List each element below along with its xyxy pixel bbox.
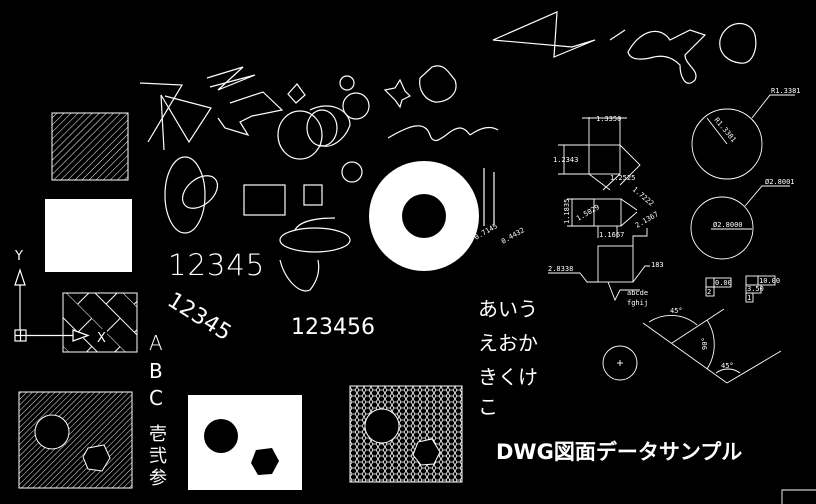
dim-mid-height: 1.1835 (563, 199, 571, 224)
tol-a-datum: 2 (707, 288, 711, 296)
hatched-rectangle[interactable] (51, 112, 129, 181)
tol-b-datum: 1 (747, 294, 751, 302)
diameter-circle[interactable]: Ø2.8001 Ø2.8000 (690, 178, 795, 260)
angle-dimensions[interactable]: 45° 90° 45° (602, 307, 782, 384)
dim-diag-lower: 1.7222 (631, 185, 656, 207)
angle-label-1: 45° (670, 307, 683, 315)
numbers-horizontal: 12345 (168, 248, 265, 282)
kanji-2: 弐 (149, 446, 167, 467)
radius-leader-label: R1.3381 (771, 87, 801, 95)
ucs-y-label: Y (14, 249, 23, 264)
dim-mid-width: 1.1667 (599, 231, 624, 239)
numbers-rotated: 12345 (163, 288, 236, 346)
diameter-inner-label: Ø2.8000 (713, 221, 743, 229)
letter-b: B (149, 359, 163, 383)
tol-a-value: 0.00 (715, 279, 732, 287)
solid-fill-rectangle[interactable] (45, 199, 132, 272)
angle-label-2: 90° (701, 337, 709, 350)
kana-line-2: えおか (478, 331, 538, 355)
top-right-polygons[interactable] (492, 11, 757, 84)
hatched-region-with-holes[interactable] (18, 391, 133, 489)
letter-c: C (149, 386, 163, 410)
donut-shape[interactable] (369, 161, 479, 271)
tol-b-second: 3.50 (747, 285, 764, 293)
ucs-axis-icon: Y X (14, 249, 107, 346)
tolerance-frame-b[interactable]: 10.00 3.50 1 (745, 275, 780, 303)
dim-top-width: 1.3350 (596, 115, 621, 123)
dimension-drawing[interactable]: 1.3350 1.2343 1.2525 1.7222 1.1835 1.502… (548, 115, 664, 307)
tol-b-value: 10.00 (759, 277, 780, 285)
ucs-x-label-backing (95, 329, 107, 344)
dim-diag-upper: 1.2525 (610, 174, 635, 182)
corner-mark (781, 489, 816, 504)
dim-mid-diag: 1.5029 (575, 203, 601, 223)
diameter-leader-label: Ø2.8001 (765, 178, 795, 186)
ucs-x-label: X (97, 331, 106, 346)
radius-circle[interactable]: R1.3381 R1.3381 (691, 87, 801, 180)
surface-text-1: abcde (627, 289, 648, 297)
kana-line-4: こ (478, 395, 498, 419)
dim-leader-left: 2.8338 (548, 265, 573, 273)
dim-left-height: 1.2343 (553, 156, 578, 164)
numbers-six: 123456 (291, 315, 375, 340)
angle-label-3: 45° (721, 362, 734, 370)
kanji-1: 壱 (149, 424, 167, 445)
kana-line-1: あいう (478, 297, 538, 321)
surface-text-2: fghij (627, 299, 648, 307)
kanji-3: 参 (149, 468, 167, 489)
tolerance-frame-a[interactable]: 0.00 2 (705, 277, 732, 297)
dimension-vertical-2: 0.4432 (500, 226, 526, 246)
drawing-title: DWG図面データサンプル (496, 440, 742, 464)
kana-line-3: きくけ (478, 365, 538, 389)
dim-leader-top: 2.1367 (634, 210, 660, 230)
solid-region-with-holes[interactable] (188, 395, 302, 490)
sketch-lines[interactable] (139, 65, 499, 292)
dim-leader-right: 183 (651, 261, 664, 269)
letter-a: A (149, 331, 163, 355)
honeycomb-region-with-holes[interactable] (349, 385, 463, 483)
